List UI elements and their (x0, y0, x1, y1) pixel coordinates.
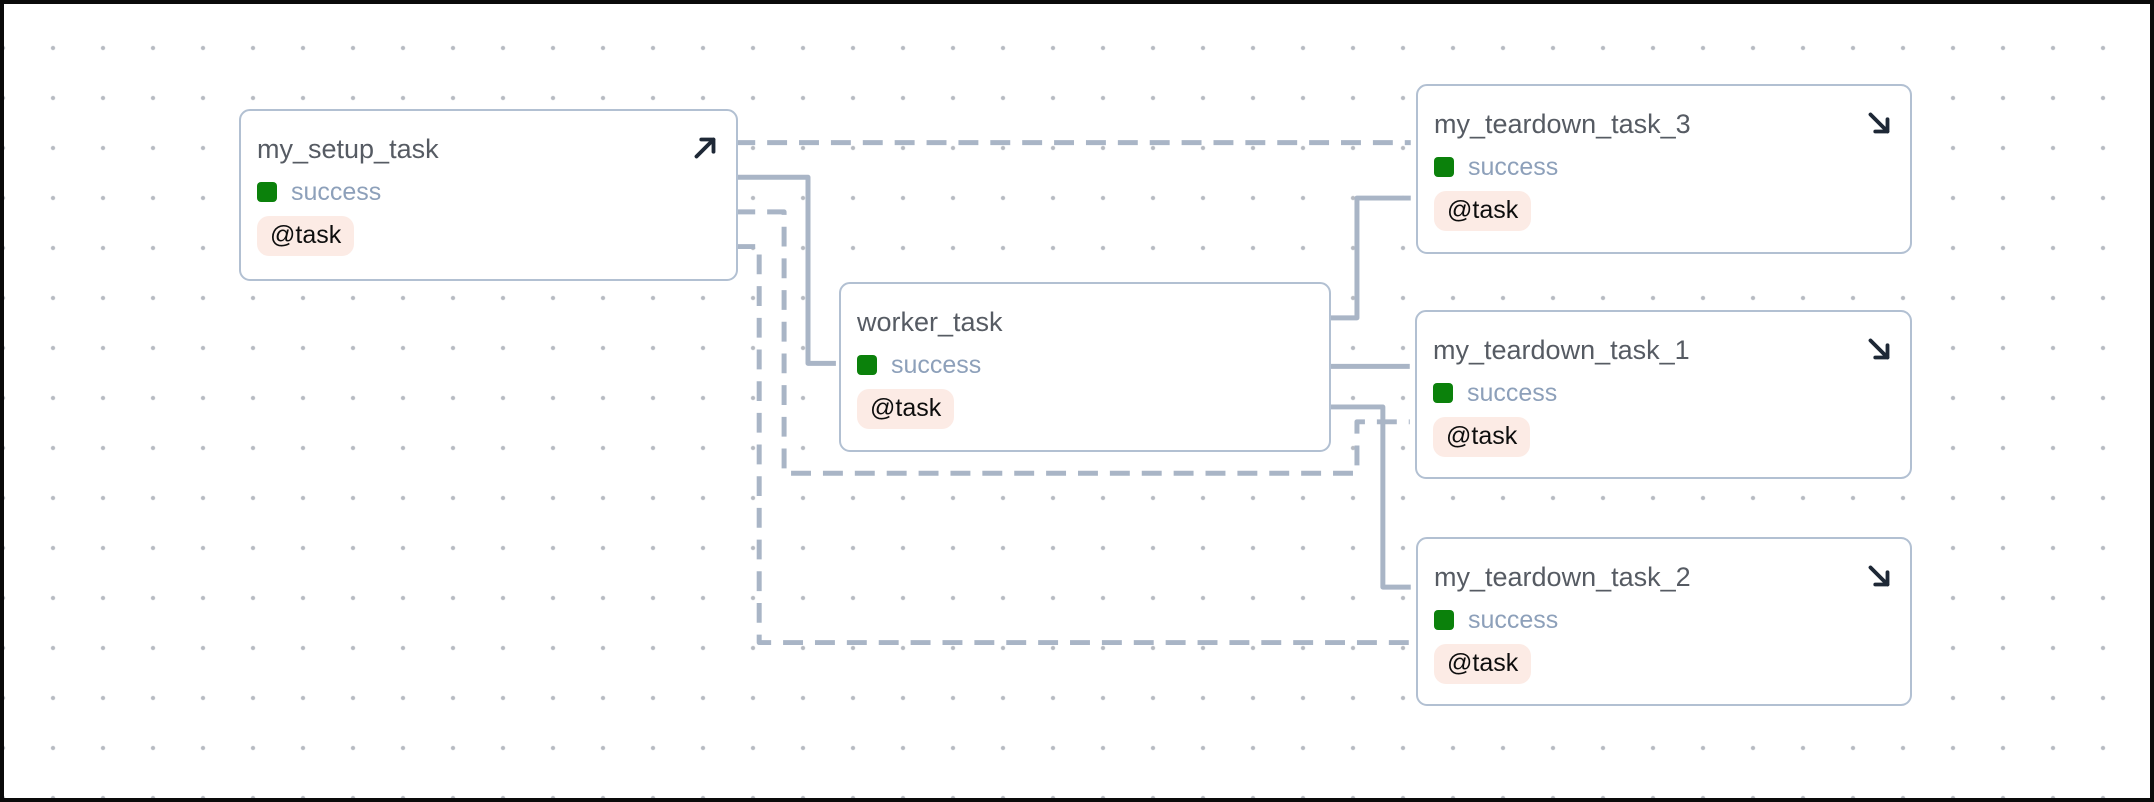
status-color-swatch (857, 355, 877, 375)
task-status-row: success (1434, 154, 1894, 180)
task-title: my_teardown_task_3 (1434, 109, 1691, 139)
status-color-swatch (1434, 610, 1454, 630)
task-title: my_setup_task (257, 134, 439, 164)
edge-my_setup_task-to-my_teardown_task_1 (735, 209, 1410, 476)
task-status-row: success (1434, 607, 1894, 633)
status-label: success (1467, 379, 1558, 407)
task-decorator-badge: @task (1434, 644, 1532, 684)
status-color-swatch (1433, 383, 1453, 403)
task-status-row: success (257, 179, 720, 205)
edges-layer (735, 140, 1411, 646)
edge-worker_task-to-my_teardown_task_3 (1326, 195, 1411, 321)
task-decorator-badge: @task (1433, 417, 1531, 457)
task-node-worker_task[interactable]: worker_task success @task (839, 282, 1331, 452)
task-status-row: success (1433, 380, 1894, 406)
edge-worker_task-to-my_teardown_task_2 (1326, 404, 1411, 590)
status-color-swatch (1434, 157, 1454, 177)
teardown-arrow-icon (1862, 106, 1896, 140)
task-status-row: success (857, 352, 1313, 378)
edge-my_setup_task-to-my_teardown_task_2 (735, 244, 1411, 646)
task-decorator-badge: @task (857, 389, 955, 429)
task-node-my_teardown_task_2[interactable]: my_teardown_task_2 success @task (1416, 537, 1912, 706)
task-node-my_setup_task[interactable]: my_setup_task success @task (239, 109, 738, 281)
status-label: success (1468, 153, 1559, 181)
task-title: my_teardown_task_1 (1433, 335, 1690, 365)
setup-arrow-icon (688, 131, 722, 165)
task-node-my_teardown_task_3[interactable]: my_teardown_task_3 success @task (1416, 84, 1912, 254)
edge-my_setup_task-to-worker_task (735, 174, 836, 366)
task-title: worker_task (857, 307, 1003, 337)
status-label: success (891, 351, 982, 379)
task-decorator-badge: @task (257, 216, 355, 256)
status-label: success (291, 178, 382, 206)
status-color-swatch (257, 182, 277, 202)
task-decorator-badge: @task (1434, 191, 1532, 231)
teardown-arrow-icon (1862, 559, 1896, 593)
teardown-arrow-icon (1862, 332, 1896, 366)
task-title: my_teardown_task_2 (1434, 562, 1691, 592)
status-label: success (1468, 606, 1559, 634)
task-node-my_teardown_task_1[interactable]: my_teardown_task_1 success @task (1415, 310, 1912, 479)
